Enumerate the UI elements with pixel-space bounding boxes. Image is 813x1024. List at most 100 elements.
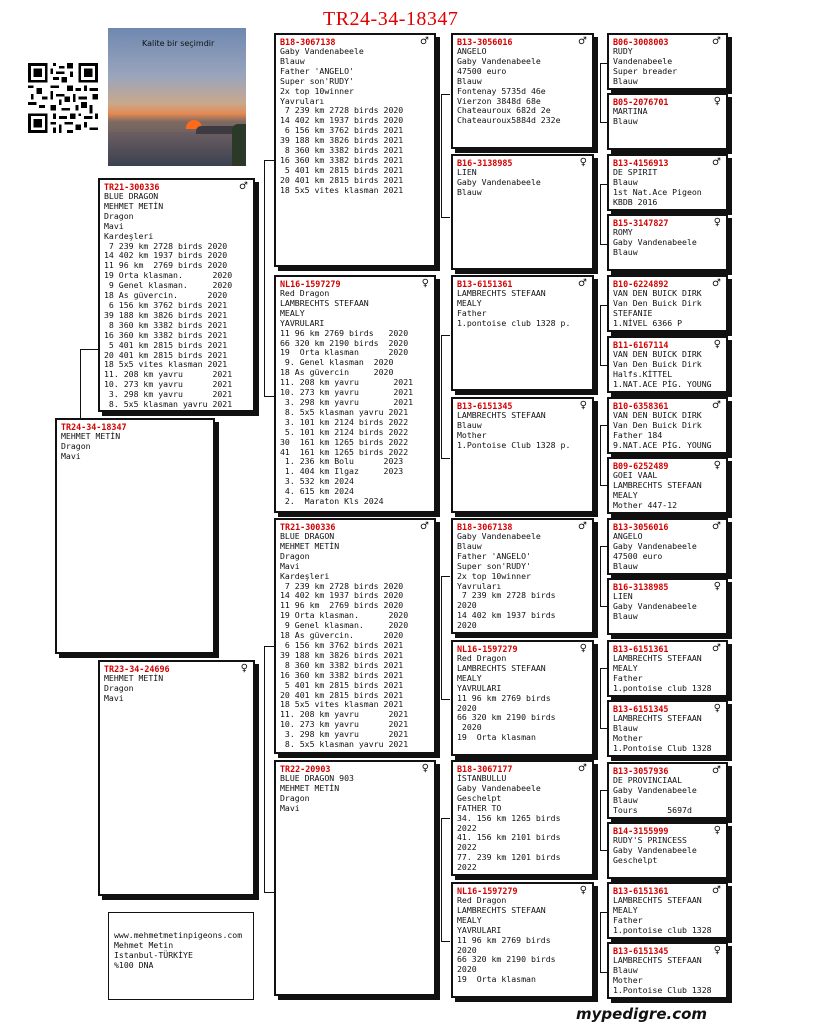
- female-symbol-icon: ♀: [713, 825, 721, 836]
- info-line: 2. Maraton Kls 2024: [280, 496, 384, 507]
- info-line: MEHMET METİN: [61, 431, 121, 441]
- connector: [264, 160, 265, 396]
- info-line: Blauw: [457, 186, 482, 197]
- ancestor-card: B13-6151345 ♀ LAMBRECHTS STEFAAN Blauw M…: [451, 397, 594, 513]
- info-line: 1.pontoise club 1328: [613, 924, 712, 935]
- ancestor-card-small: B14-3155999 ♀ RUDY'S PRINCESS Gaby Vande…: [607, 822, 728, 879]
- info-line: 9 Genel klasman. 2020: [280, 620, 409, 631]
- ancestor-card-small: B10-6224892 ♂ VAN DEN BUICK DIRK Van Den…: [607, 275, 728, 332]
- connector: [441, 818, 442, 941]
- info-line: Super breader: [613, 65, 678, 76]
- info-line: 6 156 km 3762 birds 2021: [104, 299, 228, 310]
- info-line: 14 402 km 1937 birds: [457, 610, 556, 621]
- brand-logo-text: mypedigre.com: [576, 1005, 708, 1023]
- info-line: 2022: [457, 862, 477, 873]
- female-symbol-icon: ♀: [713, 581, 721, 592]
- ring-number: B13-3057936: [613, 766, 669, 776]
- ancestor-card-small: B13-4156913 ♂ DE SPIRIT Blauw 1st Nat.Ac…: [607, 154, 728, 211]
- sunset-photo: Kalite bir seçimdir: [108, 28, 246, 166]
- ring-number: B18-3067138: [457, 522, 513, 532]
- ring-number: B13-3056016: [457, 37, 513, 47]
- male-symbol-icon: ♂: [578, 36, 587, 47]
- ancestor-card-small: B10-6358361 ♂ VAN DEN BUICK DIRK Van Den…: [607, 397, 728, 454]
- info-line: Blauw: [613, 75, 638, 86]
- dna-note: %100 DNA: [114, 959, 154, 970]
- sun-shape: [186, 120, 202, 129]
- connector: [264, 892, 274, 893]
- connector: [441, 576, 450, 577]
- info-line: 7 239 km 2728 birds 2020: [280, 580, 404, 591]
- connector: [80, 654, 98, 655]
- info-line: Blauw: [613, 722, 638, 733]
- info-line: 11 96 km 2769 birds 2020: [104, 260, 228, 271]
- connector: [441, 94, 450, 95]
- info-line: LAMBRECHTS STEFAAN: [457, 662, 546, 673]
- connector: [600, 790, 607, 791]
- info-line: 2020: [457, 600, 477, 611]
- info-line: 10. 273 km yavru 2021: [280, 387, 414, 398]
- female-symbol-icon: ♀: [713, 217, 721, 228]
- info-line: 1.pontoise club 1328: [613, 682, 712, 693]
- info-line: 10. 273 km yavru 2021: [104, 379, 233, 390]
- info-line: MEALY: [280, 307, 305, 318]
- granddam-paternal-card: NL16-1597279 ♀ Red Dragon LAMBRECHTS STE…: [274, 275, 436, 513]
- info-line: YAVRULARI: [280, 317, 325, 328]
- connector: [600, 244, 607, 245]
- info-line: Mother: [613, 974, 643, 985]
- info-line: LAMBRECHTS STEFAAN: [457, 288, 546, 298]
- info-line: 20 401 km 2815 birds 2021: [104, 349, 228, 360]
- ring-number: B15-3147827: [613, 218, 669, 228]
- info-line: 14 402 km 1937 birds 2020: [280, 590, 404, 601]
- info-line: ANGELO: [613, 531, 643, 541]
- ring-number: B13-6151361: [613, 644, 669, 654]
- info-line: ROMY: [613, 227, 633, 237]
- connector: [600, 728, 607, 729]
- breeder-name: Mehmet Metin: [114, 939, 174, 950]
- info-line: MEALY: [613, 662, 638, 673]
- info-line: 30 161 km 1265 birds 2022: [280, 436, 409, 447]
- website-text: www.mehmetmetinpigeons.com: [114, 930, 243, 940]
- ring-number: B13-6151361: [613, 886, 669, 896]
- info-line: Gaby Vandenabeele: [457, 55, 541, 66]
- male-symbol-icon: ♂: [712, 278, 721, 289]
- info-line: LIEN: [457, 167, 477, 177]
- info-line: Gaby Vandenabeele: [280, 46, 364, 56]
- info-line: İSTANBULLU: [457, 773, 507, 783]
- info-line: Father: [613, 672, 643, 683]
- ring-number: TR21-300336: [104, 182, 160, 192]
- info-line: 1. 236 km Bolu 2023: [280, 456, 404, 467]
- info-line: 8. 5x5 klasman yavru 2021: [280, 406, 409, 417]
- male-symbol-icon: ♂: [712, 885, 721, 896]
- ancestor-card-small: B06-3008003 ♂ RUDY Vandenabeele Super br…: [607, 33, 728, 90]
- info-line: Father: [613, 914, 643, 925]
- ring-number: B13-6151345: [457, 401, 513, 411]
- ring-number: NL16-1597279: [457, 644, 518, 654]
- photo-caption: Kalite bir seçimdir: [142, 39, 215, 48]
- info-line: YAVRULARI: [457, 924, 502, 935]
- info-line: 14 402 km 1937 birds 2020: [104, 250, 228, 261]
- info-line: 16 360 km 3382 birds 2021: [280, 154, 404, 165]
- info-line: Red Dragon: [457, 653, 507, 663]
- connector: [264, 646, 274, 647]
- info-line: 8. 5x5 klasman yavru 2021: [280, 739, 409, 750]
- info-line: Gaby Vandenabeele: [613, 844, 697, 855]
- info-line: DE PROVINCIAAL: [613, 775, 683, 785]
- info-line: 5 401 km 2815 birds 2021: [280, 679, 404, 690]
- info-line: Mavi: [280, 802, 300, 813]
- female-symbol-icon: ♀: [579, 885, 587, 896]
- female-symbol-icon: ♀: [579, 643, 587, 654]
- ancestor-card: B13-6151361 ♂ LAMBRECHTS STEFAAN MEALY F…: [451, 275, 594, 391]
- info-line: Van Den Buick Dirk: [613, 419, 702, 430]
- info-line: Yavruları: [280, 95, 325, 106]
- info-line: 41. 156 km 2101 birds: [457, 832, 561, 843]
- info-line: 47500 euro: [613, 550, 663, 561]
- female-symbol-icon: ♀: [421, 278, 429, 289]
- info-line: Gaby Vandenabeele: [457, 531, 541, 541]
- info-line: 19 Orta klasman. 2020: [104, 270, 233, 281]
- connector: [80, 349, 98, 350]
- ancestor-card: B13-3056016 ♂ ANGELO Gaby Vandenabeele 4…: [451, 33, 594, 149]
- info-line: Gaby Vandenabeele: [457, 782, 541, 793]
- info-line: Mavi: [104, 220, 124, 231]
- info-line: 7 239 km 2728 birds 2020: [104, 240, 228, 251]
- info-line: 1. 404 km Ilgaz 2023: [280, 466, 404, 477]
